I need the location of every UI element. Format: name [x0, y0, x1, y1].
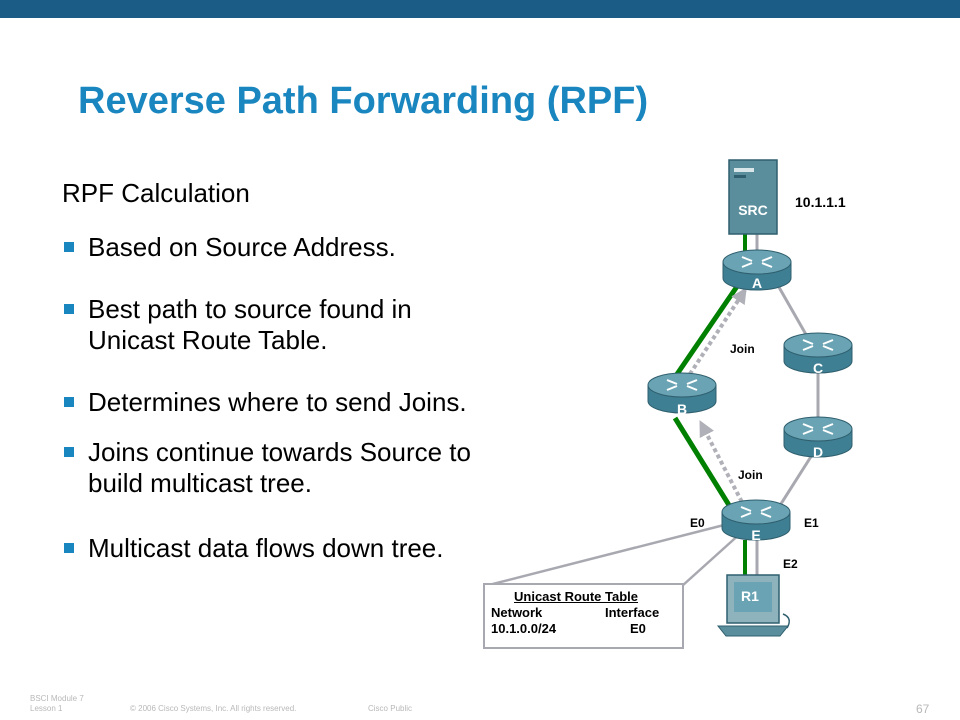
route-table-cell-network: 10.1.0.0/24	[491, 621, 557, 636]
join-label: Join	[730, 342, 755, 356]
page-number: 67	[916, 702, 930, 716]
receiver-computer-icon	[716, 574, 790, 637]
top-banner	[0, 0, 960, 18]
router-e-icon	[721, 499, 791, 541]
bullet-item: Based on Source Address.	[64, 232, 584, 263]
route-table-box	[483, 583, 684, 649]
bullet-line: Determines where to send Joins.	[88, 387, 467, 417]
receiver-label: R1	[741, 588, 759, 604]
router-b-icon	[647, 372, 717, 414]
interface-e0-label: E0	[690, 516, 705, 530]
slide-title: Reverse Path Forwarding (RPF)	[78, 80, 649, 122]
bullet-item: Joins continue towards Source to build m…	[64, 437, 584, 499]
bullet-line: Unicast Route Table.	[88, 325, 328, 355]
bullet-item: Multicast data flows down tree.	[64, 533, 584, 564]
router-a-icon	[722, 249, 792, 291]
join-label: Join	[738, 468, 763, 482]
bullet-item: Determines where to send Joins.	[64, 387, 584, 418]
subtitle: RPF Calculation	[62, 178, 250, 208]
router-d-icon	[783, 416, 853, 458]
bullet-square-icon	[64, 304, 74, 314]
tree-b-e	[672, 416, 735, 512]
route-table-header-network: Network	[491, 605, 543, 620]
route-table-header-interface: Interface	[605, 605, 660, 620]
router-d-label: D	[813, 444, 823, 460]
interface-e1-label: E1	[804, 516, 819, 530]
bullet-line: Best path to source found in	[88, 294, 412, 324]
tree-a-b	[670, 283, 741, 382]
source-server-icon	[728, 159, 778, 235]
router-c-label: C	[813, 360, 823, 376]
bullet-line: build multicast tree.	[88, 468, 312, 498]
join-arrow-e-b	[699, 420, 747, 509]
bullet-line: Joins continue towards Source to	[88, 437, 471, 467]
source-address: 10.1.1.1	[795, 194, 846, 210]
interface-e2-label: E2	[783, 557, 798, 571]
router-a-label: A	[752, 275, 762, 291]
footer-module: BSCI Module 7	[30, 694, 84, 703]
footer-classification: Cisco Public	[368, 704, 413, 713]
bullet-item: Best path to source found in Unicast Rou…	[64, 294, 584, 356]
bullet-line: Based on Source Address.	[88, 232, 396, 262]
bullet-line: Multicast data flows down tree.	[88, 533, 444, 563]
footer-copyright: © 2006 Cisco Systems, Inc. All rights re…	[130, 704, 297, 713]
join-arrow-b-a	[684, 287, 747, 382]
callout-line	[484, 522, 729, 588]
router-c-icon	[783, 332, 853, 374]
router-e-label: E	[751, 527, 760, 543]
bullet-square-icon	[64, 543, 74, 553]
route-table-title: Unicast Route Table	[514, 589, 639, 604]
footer-lesson: Lesson 1	[30, 704, 63, 713]
bullet-square-icon	[64, 447, 74, 457]
router-b-label: B	[677, 401, 687, 417]
bullet-square-icon	[64, 242, 74, 252]
route-table-cell-interface: E0	[630, 621, 646, 636]
bullet-square-icon	[64, 397, 74, 407]
source-label: SRC	[738, 202, 768, 218]
callout-line	[681, 531, 743, 587]
